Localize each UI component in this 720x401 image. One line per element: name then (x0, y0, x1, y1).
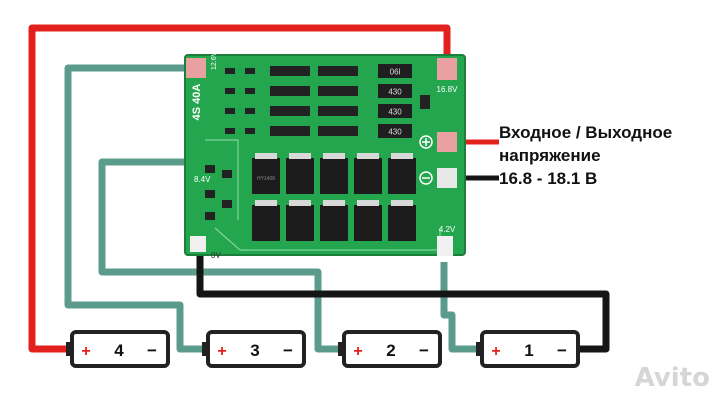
battery-2-plus: + (353, 343, 362, 360)
battery-3: + 3 − (202, 330, 306, 368)
pad-negative (437, 168, 457, 188)
pad-label-12v6: 12.6V (211, 51, 218, 70)
resistor-3 (378, 104, 412, 118)
pad-top-right (437, 58, 457, 80)
mosfet-array: HY1408 (252, 153, 416, 241)
bms-board: 06l 430 430 430 HY1408 (184, 51, 466, 260)
teal-wire-4-3 (64, 64, 208, 353)
battery-3-minus: − (283, 341, 293, 360)
io-label-line2: напряжение (499, 146, 601, 165)
pad-bottom-left (190, 236, 206, 252)
pad-bottom-right (437, 236, 453, 256)
teal-wire-2-1 (440, 262, 482, 353)
pad-label-16v8: 16.8V (437, 85, 459, 94)
battery-1: + 1 − (476, 330, 580, 368)
battery-3-plus: + (217, 343, 226, 360)
battery-4-number: 4 (114, 341, 124, 360)
battery-1-number: 1 (524, 341, 533, 360)
red-wire (28, 24, 451, 353)
board-model-label: 4S 40A (191, 84, 203, 121)
resistor-label-1: 06l (390, 68, 401, 77)
battery-2: + 2 − (338, 330, 442, 368)
resistor-1 (378, 64, 412, 78)
resistor-label-4: 430 (388, 128, 402, 137)
teal-wire-3-2 (98, 158, 344, 353)
mosfet-label: HY1408 (257, 176, 275, 182)
pad-label-8v4: 8.4V (194, 175, 211, 184)
plus-symbol-icon (419, 135, 433, 149)
black-wire-negative (196, 252, 610, 353)
resistor-label-3: 430 (388, 108, 402, 117)
battery-4: + 4 − (66, 330, 170, 368)
resistor-4 (378, 124, 412, 138)
battery-4-plus: + (81, 343, 90, 360)
battery-4-minus: − (147, 341, 157, 360)
battery-1-minus: − (557, 341, 567, 360)
watermark-logo: Avito (634, 363, 710, 393)
pad-label-4v2: 4.2V (439, 225, 456, 234)
battery-2-minus: − (419, 341, 429, 360)
resistor-2 (378, 84, 412, 98)
battery-3-number: 3 (250, 341, 259, 360)
io-label-voltage: 16.8 - 18.1 В (499, 169, 598, 188)
pad-top-left (186, 58, 206, 78)
battery-1-plus: + (491, 343, 500, 360)
battery-2-number: 2 (386, 341, 395, 360)
minus-symbol-icon (419, 171, 433, 185)
pad-positive (437, 132, 457, 152)
io-label-line1: Входное / Выходное (499, 123, 673, 142)
pad-label-0v: 0V (211, 251, 221, 260)
resistor-label-2: 430 (388, 88, 402, 97)
